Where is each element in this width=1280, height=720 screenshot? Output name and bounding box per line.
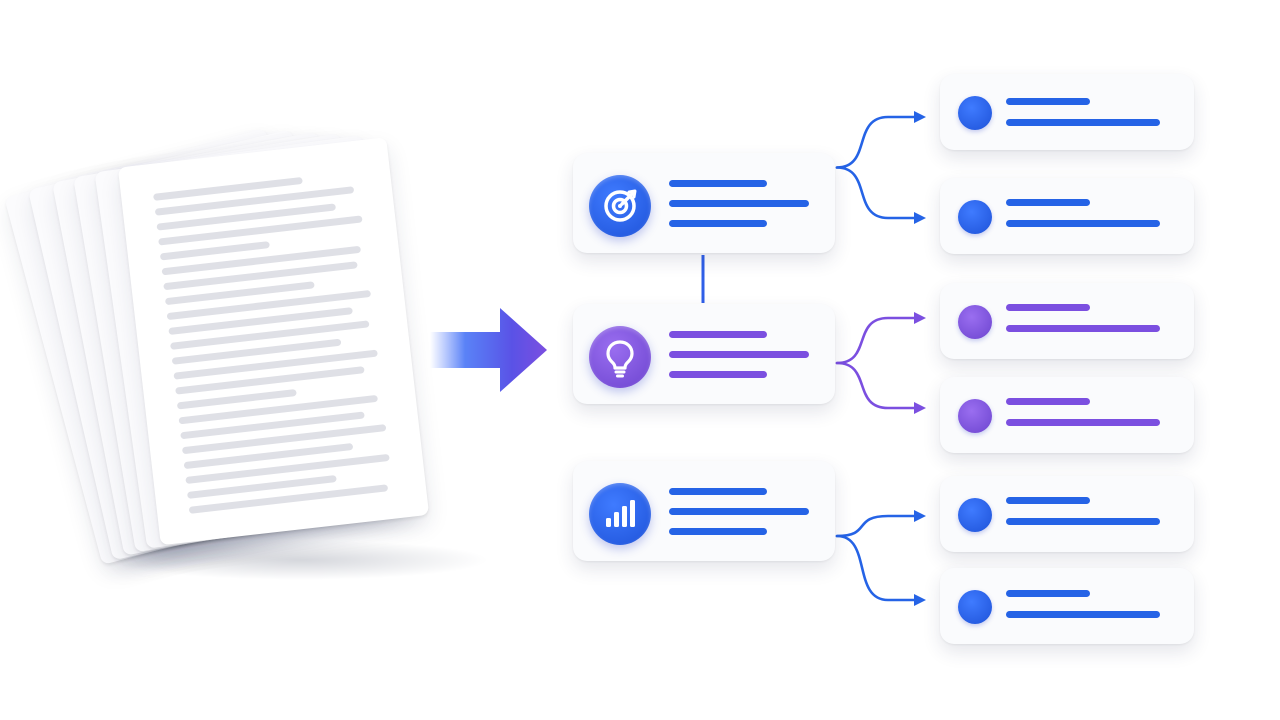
text-line (1006, 398, 1090, 405)
leaf-node (940, 178, 1194, 254)
text-line (1006, 119, 1160, 126)
branch-connector (835, 534, 918, 602)
bullet-dot (958, 96, 992, 130)
arrowhead-icon (914, 212, 926, 224)
text-line (1006, 518, 1160, 525)
main-node-analytics (573, 461, 835, 561)
text-line (669, 180, 767, 187)
document-stack-icon (4, 120, 510, 590)
branch-connector (835, 115, 918, 169)
arrowhead-icon (914, 312, 926, 324)
text-line (669, 351, 809, 358)
text-line (1006, 611, 1160, 618)
branch-connector (835, 514, 918, 538)
text-line (669, 508, 809, 515)
bullet-dot (958, 399, 992, 433)
arrowhead-icon (914, 402, 926, 414)
main-node-target (573, 153, 835, 253)
leaf-node (940, 476, 1194, 552)
branch-connector (835, 166, 918, 220)
lightbulb-icon (589, 326, 651, 388)
document-stack-shadow (110, 540, 490, 580)
leaf-node (940, 74, 1194, 150)
text-line (669, 528, 767, 535)
text-line (1006, 497, 1090, 504)
bullet-dot (958, 200, 992, 234)
leaf-node (940, 377, 1194, 453)
leaf-node (940, 568, 1194, 644)
text-line (1006, 419, 1160, 426)
text-line (669, 200, 809, 207)
text-line (1006, 590, 1090, 597)
bullet-dot (958, 590, 992, 624)
text-line (1006, 325, 1160, 332)
main-node-idea (573, 304, 835, 404)
arrow-right-icon (430, 305, 550, 395)
text-line (1006, 98, 1090, 105)
arrowhead-icon (914, 594, 926, 606)
text-line (1006, 199, 1090, 206)
leaf-node (940, 283, 1194, 359)
bar-chart-icon (589, 483, 651, 545)
arrowhead-icon (914, 510, 926, 522)
text-line (1006, 220, 1160, 227)
text-line (669, 220, 767, 227)
branch-connector (835, 361, 918, 410)
branch-connector (835, 316, 918, 365)
text-line (1006, 304, 1090, 311)
bullet-dot (958, 305, 992, 339)
text-line (669, 331, 767, 338)
arrowhead-icon (914, 111, 926, 123)
target-icon (589, 175, 651, 237)
text-line (669, 488, 767, 495)
bullet-dot (958, 498, 992, 532)
text-line (669, 371, 767, 378)
